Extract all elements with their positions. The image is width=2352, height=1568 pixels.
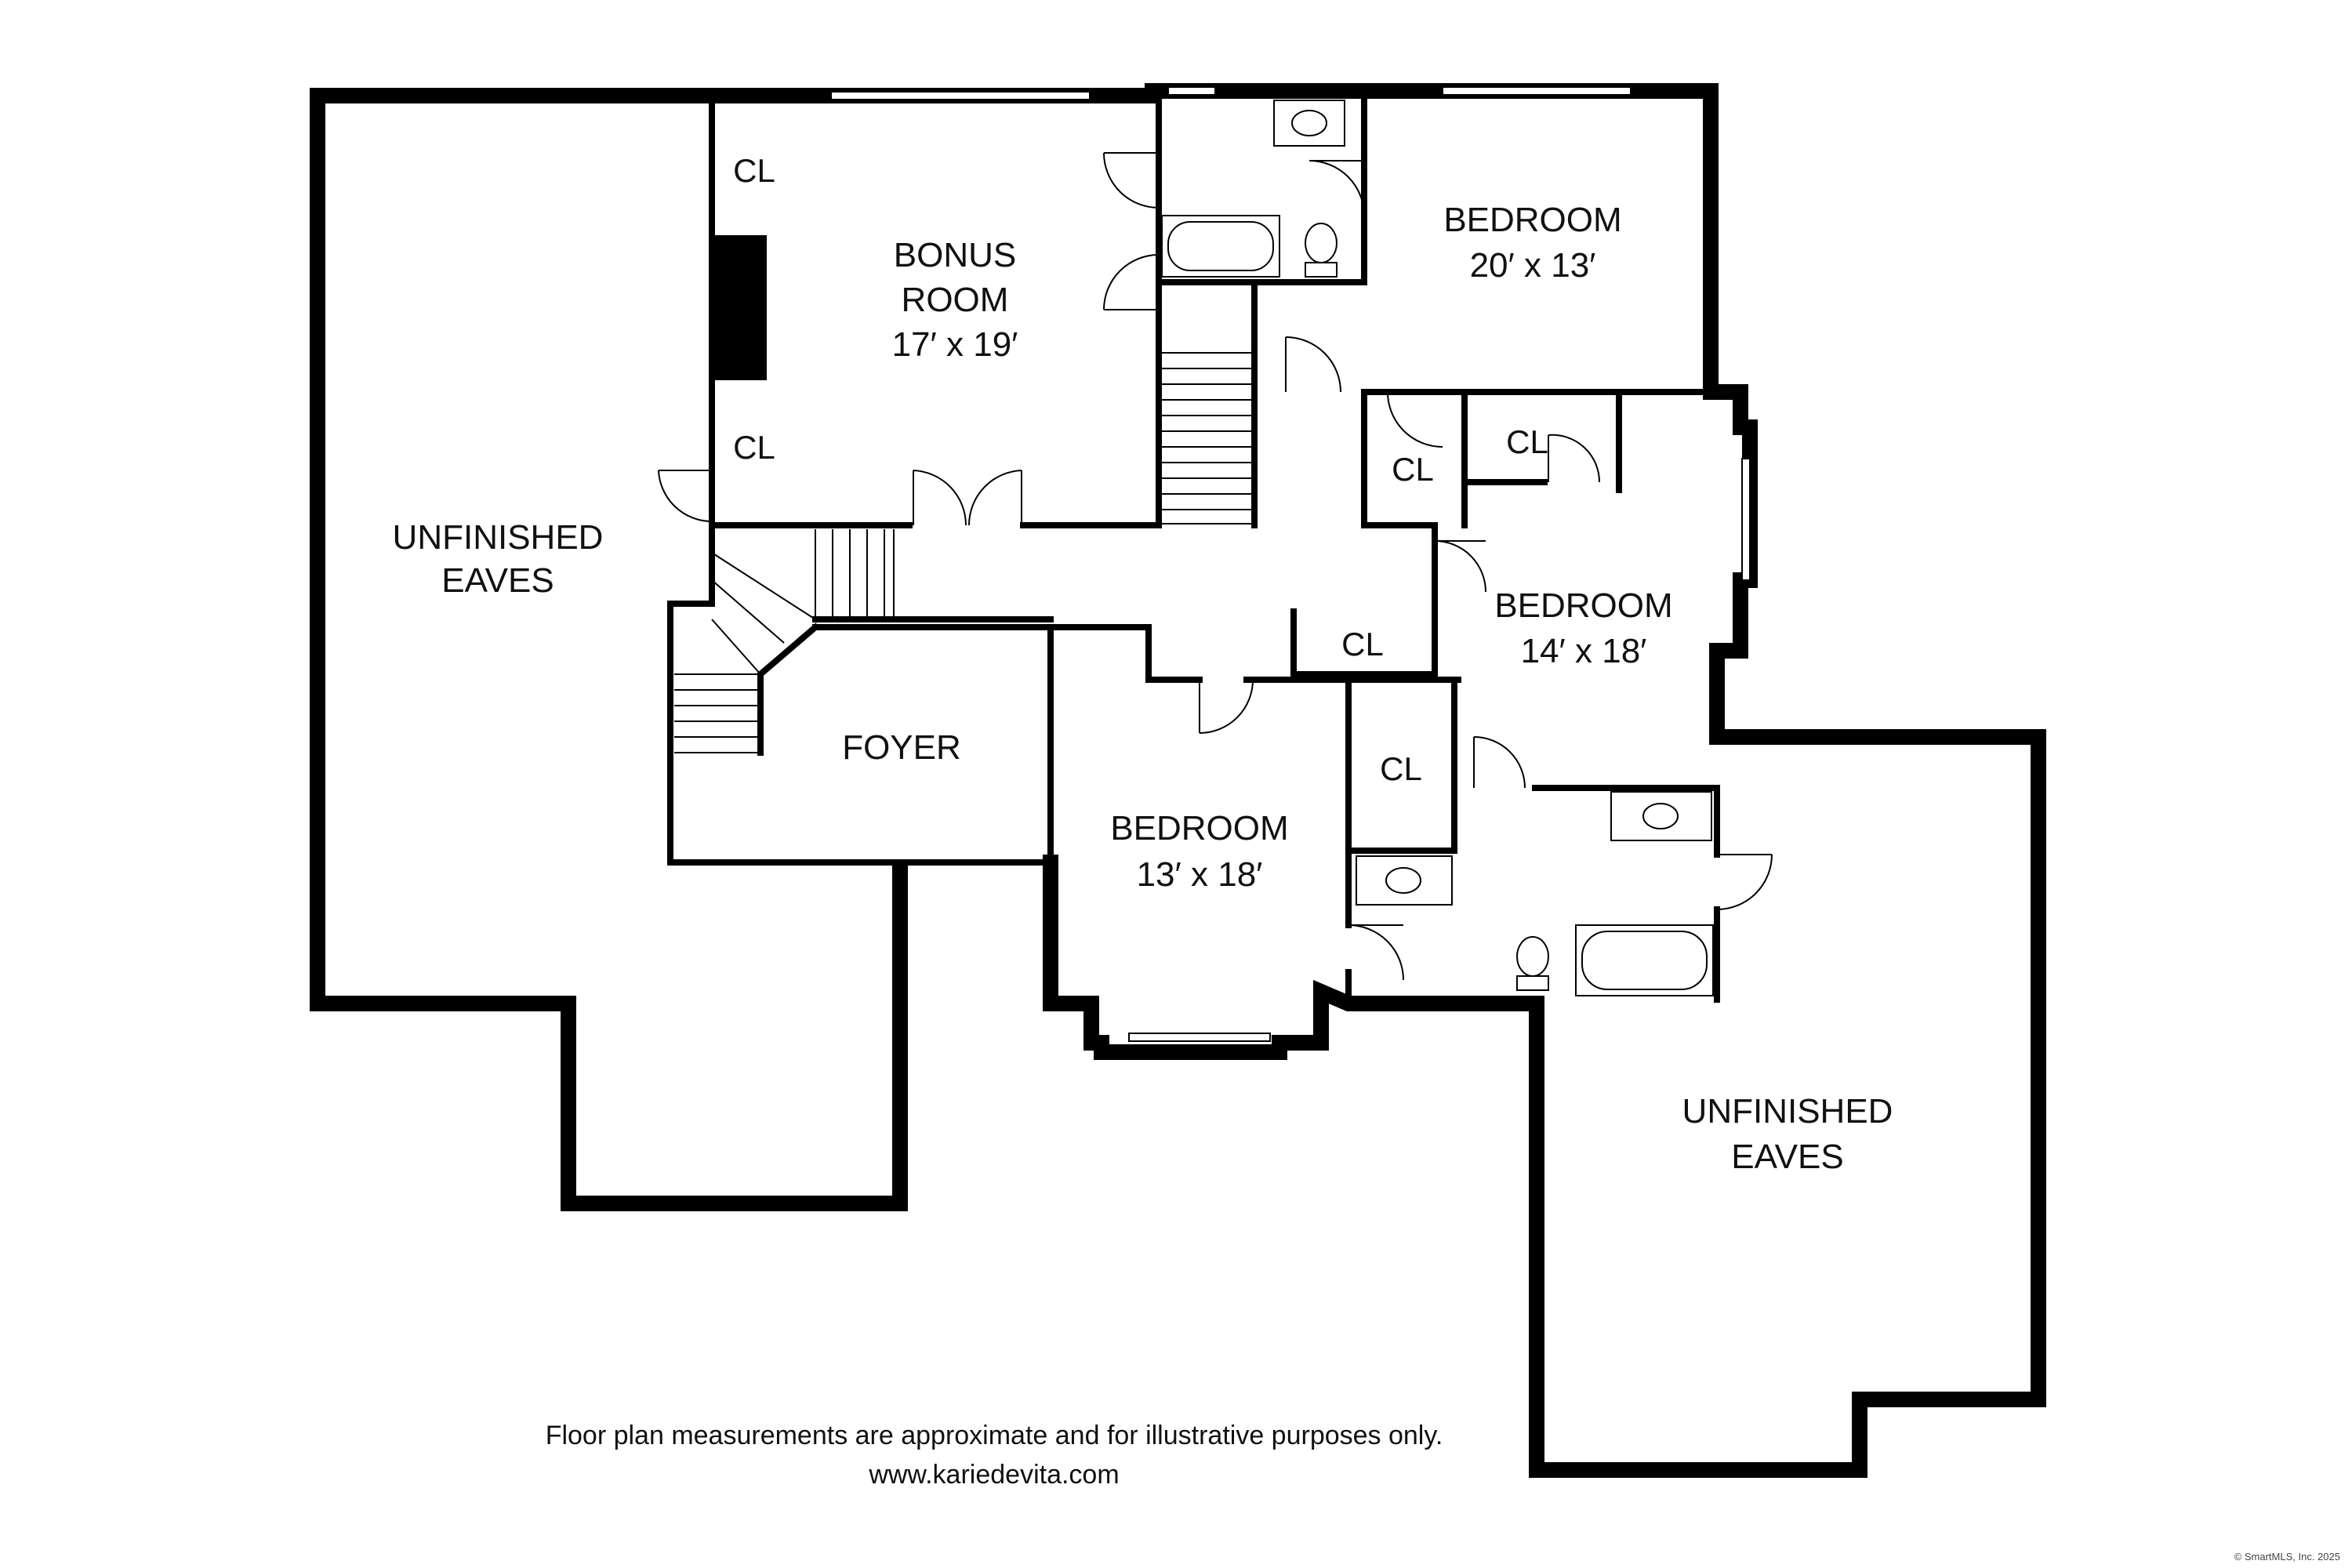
interior-walls xyxy=(667,93,1720,1003)
window-bedroom-s xyxy=(1128,1033,1271,1042)
se-eaves-wall xyxy=(1529,729,2046,1478)
closet-label: CL xyxy=(1392,451,1434,488)
website-text: www.kariedevita.com xyxy=(868,1460,1119,1490)
door-bath-north xyxy=(1103,152,1160,209)
eaves-se-line2: EAVES xyxy=(1731,1138,1843,1176)
eaves-west-line1: UNFINISHED xyxy=(393,518,604,557)
bonus-room-name-1: BONUS xyxy=(894,236,1016,274)
stair-foyer xyxy=(674,529,895,753)
bedroom-s-name: BEDROOM xyxy=(1110,809,1288,848)
window-bath-north xyxy=(1167,86,1216,96)
door-closet-e1 xyxy=(1387,391,1443,448)
copyright-text: © SmartMLS, Inc. 2025 xyxy=(2234,1551,2340,1563)
door-stair xyxy=(1103,254,1160,310)
south-wall xyxy=(1043,855,1544,1060)
bedroom-e-dims: 14′ x 18′ xyxy=(1521,632,1647,670)
sink-north xyxy=(1273,100,1345,147)
fireplace xyxy=(712,235,767,380)
closet-label: CL xyxy=(1341,626,1384,662)
door-bedroom-e xyxy=(1434,540,1486,593)
doors xyxy=(658,152,1773,981)
bedroom-ne-name: BEDROOM xyxy=(1443,201,1621,239)
door-bedroom-ne xyxy=(1285,336,1341,393)
bedroom-e-name: BEDROOM xyxy=(1494,586,1672,625)
door-bath-s xyxy=(1348,924,1404,981)
door-cl-west xyxy=(658,470,713,523)
sink-bedroom-s xyxy=(1356,855,1453,906)
foyer-walls xyxy=(667,601,1054,866)
door-bath-s-east xyxy=(1716,854,1773,910)
windows xyxy=(830,86,1751,1042)
exterior-walls xyxy=(310,83,2046,1478)
closet-label: CL xyxy=(733,152,775,189)
window-bedroom-e xyxy=(1741,458,1751,581)
bonus-room-dims: 17′ x 19′ xyxy=(892,325,1018,364)
door-closet-e2 xyxy=(1548,434,1601,483)
disclaimer-text: Floor plan measurements are approximate … xyxy=(546,1421,1443,1450)
tub-bath-s xyxy=(1575,924,1714,996)
window-bonus xyxy=(830,91,1091,100)
sink-bath-s xyxy=(1610,791,1712,841)
bonus-room-name-2: ROOM xyxy=(902,281,1009,319)
foyer-name: FOYER xyxy=(842,728,961,767)
bedroom-s-dims: 13′ x 18′ xyxy=(1137,855,1263,894)
toilet-north xyxy=(1305,223,1338,278)
stairs xyxy=(674,352,1254,753)
fixtures xyxy=(1161,100,1714,996)
tub-north xyxy=(1161,215,1280,278)
stair-north xyxy=(1160,352,1254,524)
toilet-bath-s xyxy=(1516,936,1549,991)
room-labels: UNFINISHED EAVES BONUS ROOM 17′ x 19′ BE… xyxy=(393,201,1893,1176)
eaves-se-line1: UNFINISHED xyxy=(1682,1092,1893,1131)
door-bedroom-s xyxy=(1199,679,1254,734)
closet-label: CL xyxy=(1380,750,1422,787)
eaves-west-line2: EAVES xyxy=(441,561,554,600)
closet-label: CL xyxy=(1506,423,1548,460)
window-bedroom-ne xyxy=(1442,86,1632,96)
footer: Floor plan measurements are approximate … xyxy=(546,1421,2340,1563)
closet-label: CL xyxy=(733,429,775,466)
door-bedroom-e-bath xyxy=(1473,736,1526,789)
closet-labels: CL CL CL CL CL CL xyxy=(733,152,1548,787)
west-eaves-wall xyxy=(310,88,908,1211)
door-bedroom-ne-bath xyxy=(1308,160,1365,216)
door-bonus-double xyxy=(913,470,1022,526)
bedroom-s-north-wall xyxy=(1047,624,1203,683)
bedroom-ne-dims: 20′ x 13′ xyxy=(1470,246,1596,285)
